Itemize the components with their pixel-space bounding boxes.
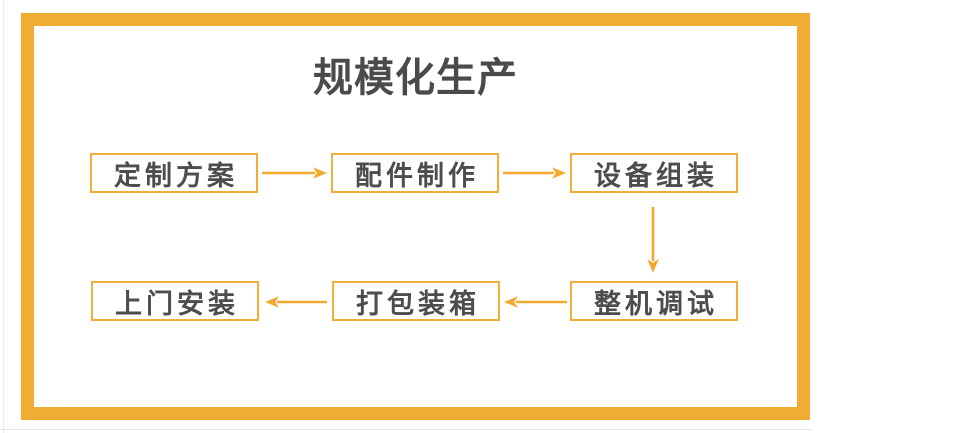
flow-step-label: 设备组装 xyxy=(594,160,718,191)
flow-step-packing: 打包装箱 xyxy=(332,281,500,321)
flow-step-onsite-installation: 上门安装 xyxy=(91,281,259,321)
flow-step-label: 打包装箱 xyxy=(356,288,480,319)
flow-step-label: 配件制作 xyxy=(355,160,479,191)
flow-step-label: 整机调试 xyxy=(594,288,718,319)
flow-step-parts-production: 配件制作 xyxy=(331,153,499,193)
flow-step-machine-debugging: 整机调试 xyxy=(570,281,738,321)
flowchart-title: 规模化生产 xyxy=(313,56,518,100)
flowchart-frame xyxy=(21,13,810,420)
page-bottom-hairline xyxy=(0,429,812,430)
page-left-hairline xyxy=(3,0,4,433)
flow-step-custom-plan: 定制方案 xyxy=(90,153,258,193)
flow-step-equipment-assembly: 设备组装 xyxy=(570,153,738,193)
flow-step-label: 定制方案 xyxy=(114,160,238,191)
flow-step-label: 上门安装 xyxy=(115,288,239,319)
